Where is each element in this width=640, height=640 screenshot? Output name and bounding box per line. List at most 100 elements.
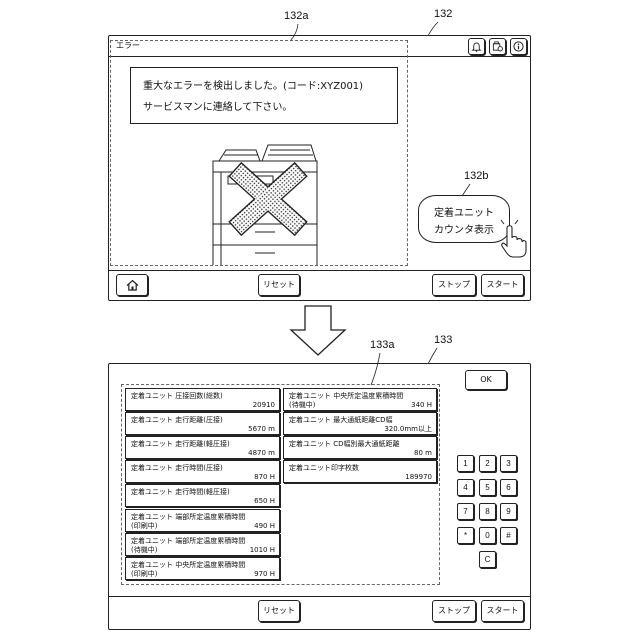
start-button[interactable]: スタート <box>481 600 524 622</box>
footer-divider <box>108 596 531 597</box>
counter-button-line2: カウンタ表示 <box>419 222 509 239</box>
counter-label: 定着ユニット 端部所定温度累積時間 <box>131 513 275 522</box>
counter-sublabel: (待機中) <box>131 546 157 555</box>
counter-sublabel: (待機中) <box>289 401 315 410</box>
counter-value: 870 H <box>254 473 275 482</box>
counter-label: 定着ユニット 中央所定温度累積時間 <box>289 392 432 401</box>
counter-value: 189970 <box>405 473 432 482</box>
counter-value: 340 H <box>411 401 432 410</box>
counter-item[interactable]: 定着ユニット 最大通紙距離CD幅 320.0mm以上 <box>283 412 437 435</box>
counter-label: 定着ユニット 端部所定温度累積時間 <box>131 537 275 546</box>
leader-line-132 <box>428 22 438 36</box>
counter-item[interactable]: 定着ユニット 走行距離(圧接) 5670 m <box>125 412 280 435</box>
counter-row: 20910 <box>131 401 275 410</box>
keypad-key-hash[interactable]: # <box>500 527 517 544</box>
device-status-button[interactable] <box>489 38 506 55</box>
counter-value: 970 H <box>254 570 275 579</box>
tap-line <box>501 220 504 224</box>
screen-title: エラー <box>116 41 140 51</box>
keypad-key-asterisk[interactable]: * <box>457 527 474 544</box>
counter-row: 650 H <box>131 497 275 506</box>
keypad-key-9[interactable]: 9 <box>500 503 517 520</box>
reset-button[interactable]: リセット <box>258 600 300 622</box>
counter-item[interactable]: 定着ユニット 圧接回数(総数) 20910 <box>125 388 280 411</box>
counter-item[interactable]: 定着ユニット 走行時間(圧接) 870 H <box>125 460 280 483</box>
reset-button[interactable]: リセット <box>258 274 300 296</box>
counter-label: 定着ユニット 走行時間(圧接) <box>131 464 275 473</box>
counter-value: 650 H <box>254 497 275 506</box>
tap-line <box>515 220 518 224</box>
footer-divider <box>108 270 531 271</box>
counter-sublabel: (印刷中) <box>131 522 157 531</box>
transition-arrow <box>291 306 345 355</box>
counter-item[interactable]: 定着ユニット 端部所定温度累積時間 (印刷中) 490 H <box>125 509 280 532</box>
counter-label: 定着ユニット 中央所定温度累積時間 <box>131 561 275 570</box>
keypad-key-5[interactable]: 5 <box>479 479 496 496</box>
counter-row: (印刷中) 490 H <box>131 522 275 531</box>
counter-item[interactable]: 定着ユニット 端部所定温度累積時間 (待機中) 1010 H <box>125 533 280 556</box>
ok-button[interactable]: OK <box>465 370 507 390</box>
counter-button-line1: 定着ユニット <box>419 205 509 222</box>
device-status-icon <box>492 41 503 52</box>
error-message-line2: サービスマンに連絡して下さい。 <box>143 97 397 118</box>
bell-shape <box>473 43 481 50</box>
counter-label: 定着ユニット 走行距離(軽圧接) <box>131 440 275 449</box>
hand-pointer-icon <box>499 215 529 259</box>
counter-row: 320.0mm以上 <box>289 425 432 434</box>
keypad-key-1[interactable]: 1 <box>457 455 474 472</box>
counter-value: 20910 <box>253 401 275 410</box>
counter-row: (待機中) 340 H <box>289 401 432 410</box>
counter-label: 定着ユニット 走行距離(圧接) <box>131 416 275 425</box>
counter-value: 5670 m <box>248 425 275 434</box>
counter-row: 5670 m <box>131 425 275 434</box>
counter-value: 80 m <box>414 449 432 458</box>
counter-label: 定着ユニット 最大通紙距離CD幅 <box>289 416 432 425</box>
counter-value: 320.0mm以上 <box>384 425 432 434</box>
counter-value: 1010 H <box>250 546 275 555</box>
counter-row: 189970 <box>289 473 432 482</box>
device-top <box>495 42 499 44</box>
counter-item[interactable]: 定着ユニット 中央所定温度累積時間 (待機中) 340 H <box>283 388 437 411</box>
counter-value: 490 H <box>254 522 275 531</box>
home-button[interactable] <box>116 274 148 296</box>
device-status-dot <box>498 47 502 51</box>
fixing-unit-counter-button[interactable]: 定着ユニット カウンタ表示 <box>418 195 510 243</box>
ref-label-132: 132 <box>434 8 452 21</box>
ref-label-133: 133 <box>434 334 452 347</box>
info-dot <box>518 43 519 44</box>
counter-item[interactable]: 定着ユニット印字枚数 189970 <box>283 460 437 483</box>
counter-label: 定着ユニット 圧接回数(総数) <box>131 392 275 401</box>
counter-label: 定着ユニット CD幅別最大通紙距離 <box>289 440 432 449</box>
home-door <box>131 287 133 291</box>
stop-button[interactable]: ストップ <box>432 274 476 296</box>
bell-button[interactable] <box>468 38 485 55</box>
keypad-key-2[interactable]: 2 <box>479 455 496 472</box>
stop-button[interactable]: ストップ <box>432 600 476 622</box>
error-message-line1: 重大なエラーを検出しました。(コード:XYZ001) <box>143 76 397 97</box>
keypad-key-6[interactable]: 6 <box>500 479 517 496</box>
counter-value: 4870 m <box>248 449 275 458</box>
counter-label: 定着ユニット 走行時間(軽圧接) <box>131 488 275 497</box>
keypad-key-0[interactable]: 0 <box>479 527 496 544</box>
keypad-key-4[interactable]: 4 <box>457 479 474 496</box>
counter-item[interactable]: 定着ユニット CD幅別最大通紙距離 80 m <box>283 436 437 459</box>
home-icon <box>126 279 139 291</box>
counter-label: 定着ユニット印字枚数 <box>289 464 432 473</box>
bell-clapper <box>476 51 477 52</box>
keypad-key-clear[interactable]: C <box>479 551 496 568</box>
leader-line-133 <box>428 348 437 364</box>
counter-item[interactable]: 定着ユニット 中央所定温度累積時間 (印刷中)970 H <box>125 557 280 580</box>
keypad-key-3[interactable]: 3 <box>500 455 517 472</box>
counter-row: (印刷中)970 H <box>131 570 275 579</box>
counter-item[interactable]: 定着ユニット 走行時間(軽圧接) 650 H <box>125 484 280 507</box>
counter-item[interactable]: 定着ユニット 走行距離(軽圧接) 4870 m <box>125 436 280 459</box>
error-message-box: 重大なエラーを検出しました。(コード:XYZ001) サービスマンに連絡して下さ… <box>130 67 398 124</box>
info-icon <box>513 41 524 52</box>
start-button[interactable]: スタート <box>481 274 524 296</box>
keypad-key-7[interactable]: 7 <box>457 503 474 520</box>
bell-icon <box>471 41 482 52</box>
counter-row: 4870 m <box>131 449 275 458</box>
keypad-key-8[interactable]: 8 <box>479 503 496 520</box>
info-button[interactable] <box>510 38 527 55</box>
